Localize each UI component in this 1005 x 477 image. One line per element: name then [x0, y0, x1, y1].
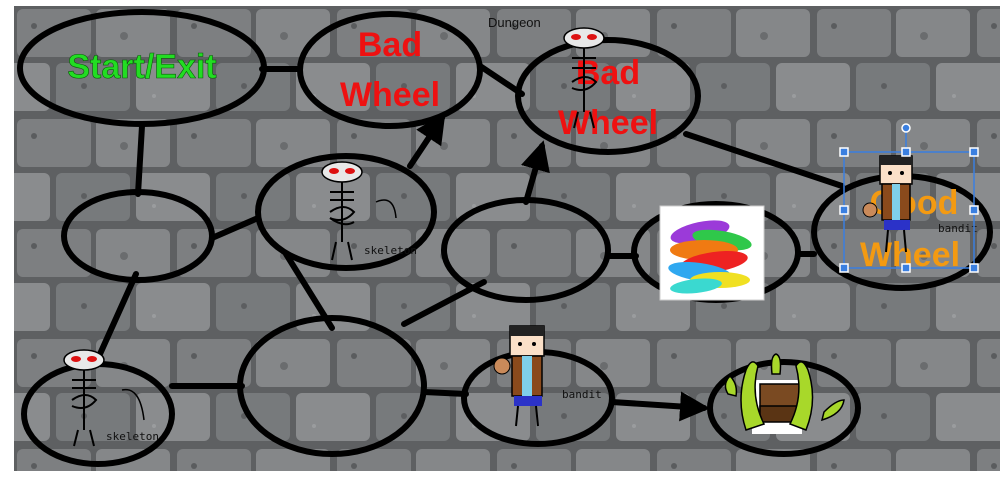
- arrow-skel-bad1: [407, 113, 446, 169]
- bandit-caption-good-wheel: bandit: [938, 222, 978, 235]
- resize-handle-s[interactable]: [901, 263, 911, 273]
- resize-handle-sw[interactable]: [839, 263, 849, 273]
- hydra-treasure-image: [724, 353, 845, 434]
- edge-left-bottomleft: [97, 271, 139, 357]
- room-bad-wheel-1: [297, 11, 483, 129]
- bandit-sprite-room: bandit: [493, 325, 602, 427]
- diagram-title: Dungeon: [488, 15, 541, 30]
- label-bad-wheel-1-line2: Wheel: [340, 76, 440, 114]
- edge-bad2-good: [683, 131, 845, 189]
- edge-bad1-bad2: [477, 63, 525, 97]
- room-skeleton-upper: [255, 153, 437, 271]
- label-start-exit: Start/Exit: [67, 48, 216, 86]
- dungeon-map-canvas: Start/Exit Bad Wheel Bad Wheel Good Whee…: [14, 6, 1000, 471]
- fuzzy-worms-image: [659, 205, 765, 301]
- skeleton-caption-upper: skeleton: [364, 244, 417, 257]
- room-center: [441, 197, 611, 303]
- bandit-sprite-good-wheel[interactable]: bandit: [862, 155, 978, 253]
- edge-left-skel: [209, 215, 261, 241]
- dungeon-map-svg: Start/Exit Bad Wheel Bad Wheel Good Whee…: [14, 6, 1000, 471]
- skeleton-sprite-upper: skeleton: [321, 161, 417, 261]
- bandit-caption-room: bandit: [562, 388, 602, 401]
- edge-start-left: [135, 123, 145, 197]
- resize-handle-se[interactable]: [969, 263, 979, 273]
- label-bad-wheel-2-line1: Bad: [576, 54, 640, 92]
- room-bad-wheel-2: [515, 37, 701, 155]
- edge-bigcenter-bandit: [421, 389, 469, 397]
- skeleton-sprite-bad2: [563, 27, 605, 129]
- rotate-handle[interactable]: [901, 123, 911, 133]
- resize-handle-e[interactable]: [969, 205, 979, 215]
- label-bad-wheel-2-line2: Wheel: [558, 104, 658, 142]
- resize-handle-w[interactable]: [839, 205, 849, 215]
- label-bad-wheel-1-line1: Bad: [358, 26, 422, 64]
- selection-box[interactable]: [839, 123, 979, 273]
- room-start-exit: [17, 9, 267, 127]
- skeleton-sprite-lower: skeleton: [63, 349, 159, 447]
- skeleton-caption-lower: skeleton: [106, 430, 159, 443]
- room-big-center: [237, 315, 427, 457]
- resize-handle-ne[interactable]: [969, 147, 979, 157]
- room-left: [61, 189, 215, 283]
- arrow-center-bad2: [520, 140, 550, 205]
- room-treasure: [707, 359, 861, 457]
- resize-handle-nw[interactable]: [839, 147, 849, 157]
- resize-handle-n[interactable]: [901, 147, 911, 157]
- arrow-bandit-chest: [609, 391, 710, 422]
